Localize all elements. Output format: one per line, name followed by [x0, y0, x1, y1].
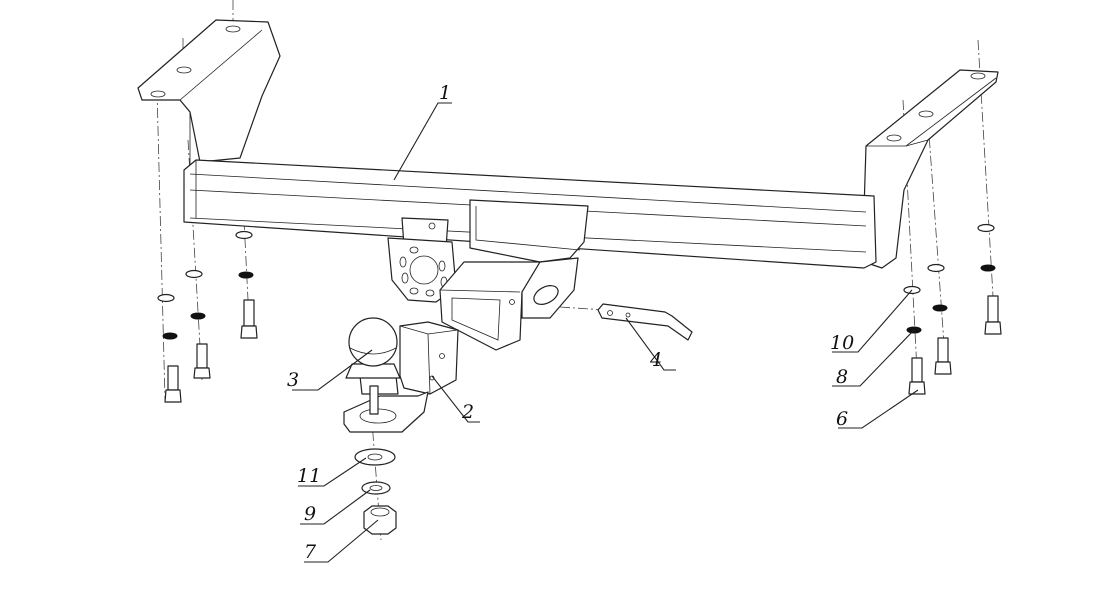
callout-7: 7 — [304, 541, 317, 563]
right-mounting-bracket — [863, 69, 999, 269]
callout-4: 4 — [649, 349, 662, 371]
right-fasteners — [903, 223, 1002, 395]
hitch-pin — [597, 303, 693, 341]
tow-ball — [345, 317, 401, 415]
callout-11: 11 — [297, 465, 321, 487]
left-fasteners — [157, 230, 258, 403]
ball-mount — [343, 321, 459, 433]
callout-labels: 1 2 3 4 6 7 8 9 10 11 — [287, 82, 854, 563]
callout-8: 8 — [836, 366, 848, 388]
receiver-housing — [469, 199, 589, 263]
tow-bar-frame — [137, 19, 999, 351]
callout-9: 9 — [304, 503, 316, 525]
ball-fasteners — [354, 448, 397, 535]
callout-10: 10 — [830, 332, 854, 354]
callout-3: 3 — [287, 369, 299, 391]
receiver-tube — [439, 261, 541, 351]
callout-6: 6 — [836, 408, 848, 430]
callout-2: 2 — [461, 401, 474, 423]
callout-1: 1 — [439, 82, 451, 104]
chain-plate — [387, 237, 457, 303]
callout-leaders — [292, 102, 919, 563]
